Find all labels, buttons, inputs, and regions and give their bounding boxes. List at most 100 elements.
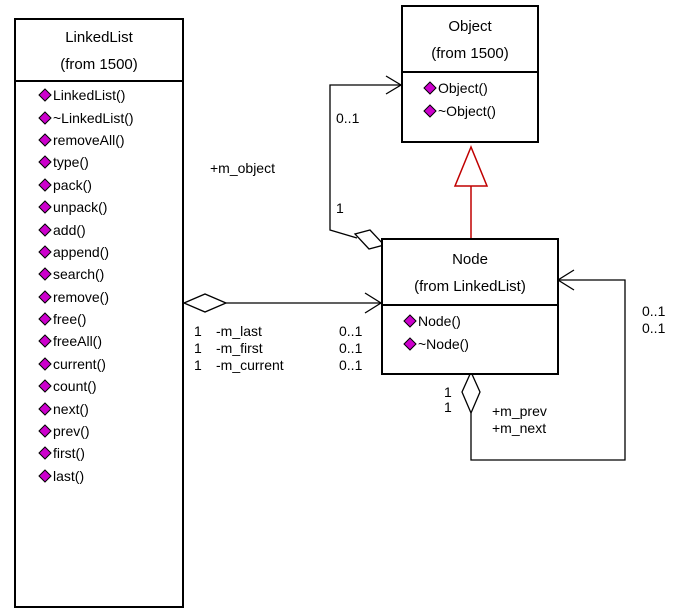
public-operation-icon: [38, 88, 52, 102]
public-operation-icon: [403, 314, 417, 328]
m-object-aggregation-diamond: [353, 229, 386, 250]
operation-label: ~Node(): [418, 335, 469, 352]
operation-item[interactable]: last(): [38, 465, 182, 487]
operation-item[interactable]: append(): [38, 241, 182, 263]
operation-item[interactable]: Object(): [423, 77, 537, 99]
class-name: Object: [448, 18, 492, 35]
class-object-header: Object (from 1500): [403, 7, 537, 73]
operation-item[interactable]: ~Node(): [403, 332, 557, 354]
m-current-source-multiplicity: 1: [194, 357, 202, 373]
class-node-header: Node (from LinkedList): [383, 240, 557, 306]
m-current-target-multiplicity: 0..1: [339, 357, 363, 373]
m-last-role-label: -m_last: [216, 323, 262, 339]
m-last-target-multiplicity: 0..1: [339, 323, 363, 339]
public-operation-icon: [38, 334, 52, 349]
operation-label: count(): [53, 378, 97, 395]
operation-label: current(): [53, 355, 106, 372]
operations-compartment: Node() ~Node(): [383, 306, 557, 355]
operation-label: search(): [53, 266, 105, 283]
m-first-source-multiplicity: 1: [194, 340, 202, 356]
operation-item[interactable]: LinkedList(): [38, 84, 182, 106]
public-operation-icon: [38, 289, 52, 304]
operation-item[interactable]: prev(): [38, 420, 182, 442]
operation-item[interactable]: type(): [38, 151, 182, 173]
public-operation-icon: [38, 379, 52, 393]
m-first-target-multiplicity: 0..1: [339, 340, 363, 356]
operation-label: freeAll(): [53, 333, 103, 350]
operation-item[interactable]: Node(): [403, 310, 557, 332]
operation-label: pack(): [53, 176, 92, 193]
public-operation-icon: [423, 103, 437, 118]
self-target-multiplicity-1: 0..1: [642, 303, 666, 319]
m-object-role-label: +m_object: [210, 160, 275, 176]
public-operation-icon: [423, 81, 437, 95]
public-operation-icon: [38, 267, 52, 282]
class-node[interactable]: Node (from LinkedList) Node() ~Node(): [381, 238, 559, 375]
operation-item[interactable]: next(): [38, 397, 182, 419]
self-aggregation-diamond: [461, 370, 481, 415]
public-operation-icon: [403, 336, 417, 351]
public-operation-icon: [38, 401, 52, 416]
operation-label: append(): [53, 243, 110, 260]
generalization-arrowhead: [453, 145, 489, 187]
public-operation-icon: [38, 424, 52, 438]
list-node-aggregation-diamond: [182, 293, 228, 313]
class-linkedlist[interactable]: LinkedList (from 1500) LinkedList() ~Lin…: [14, 18, 184, 608]
m-object-source-multiplicity: 1: [336, 200, 344, 216]
m-first-role-label: -m_first: [216, 340, 263, 356]
public-operation-icon: [38, 200, 52, 214]
operation-item[interactable]: current(): [38, 353, 182, 375]
operation-item[interactable]: add(): [38, 218, 182, 240]
class-stereotype: (from 1500): [431, 45, 509, 62]
operation-item[interactable]: remove(): [38, 286, 182, 308]
class-stereotype: (from 1500): [60, 56, 138, 73]
operation-item[interactable]: first(): [38, 442, 182, 464]
class-linkedlist-header: LinkedList (from 1500): [16, 20, 182, 82]
operation-item[interactable]: ~LinkedList(): [38, 106, 182, 128]
m-object-association-line: [329, 84, 401, 239]
public-operation-icon: [38, 155, 52, 170]
operation-item[interactable]: freeAll(): [38, 330, 182, 352]
operation-label: first(): [53, 445, 85, 462]
operation-label: removeAll(): [53, 131, 125, 148]
operations-compartment: Object() ~Object(): [403, 73, 537, 122]
public-operation-icon: [38, 446, 52, 461]
self-source-multiplicity-2: 1: [444, 399, 452, 415]
m-current-role-label: -m_current: [216, 357, 284, 373]
m-object-target-multiplicity: 0..1: [336, 110, 360, 126]
class-object[interactable]: Object (from 1500) Object() ~Object(): [401, 5, 539, 143]
operation-item[interactable]: count(): [38, 375, 182, 397]
operation-label: ~LinkedList(): [53, 109, 134, 126]
public-operation-icon: [38, 178, 52, 192]
public-operation-icon: [38, 469, 52, 483]
operation-label: remove(): [53, 288, 110, 305]
class-name: Node: [452, 251, 488, 268]
self-target-multiplicity-2: 0..1: [642, 320, 666, 336]
operation-item[interactable]: pack(): [38, 174, 182, 196]
self-association-line: [470, 279, 626, 461]
public-operation-icon: [38, 312, 52, 326]
operation-label: unpack(): [53, 199, 108, 216]
public-operation-icon: [38, 357, 52, 371]
operations-compartment: LinkedList() ~LinkedList() removeAll() t…: [16, 82, 182, 487]
m-next-role-label: +m_next: [492, 420, 547, 436]
public-operation-icon: [38, 245, 52, 259]
class-stereotype: (from LinkedList): [414, 278, 526, 295]
operation-label: LinkedList(): [53, 87, 126, 104]
operation-item[interactable]: removeAll(): [38, 129, 182, 151]
m-prev-role-label: +m_prev: [492, 403, 547, 419]
operation-item[interactable]: search(): [38, 263, 182, 285]
operation-item[interactable]: ~Object(): [423, 99, 537, 121]
self-source-multiplicity-1: 1: [444, 384, 452, 400]
operation-label: free(): [53, 311, 87, 328]
operation-label: Node(): [418, 313, 461, 330]
operation-label: type(): [53, 154, 89, 171]
operation-label: ~Object(): [438, 102, 496, 119]
operation-item[interactable]: unpack(): [38, 196, 182, 218]
public-operation-icon: [38, 133, 52, 147]
m-last-source-multiplicity: 1: [194, 323, 202, 339]
operation-label: last(): [53, 467, 85, 484]
class-name: LinkedList: [65, 29, 133, 46]
operation-item[interactable]: free(): [38, 308, 182, 330]
operation-label: prev(): [53, 423, 90, 440]
